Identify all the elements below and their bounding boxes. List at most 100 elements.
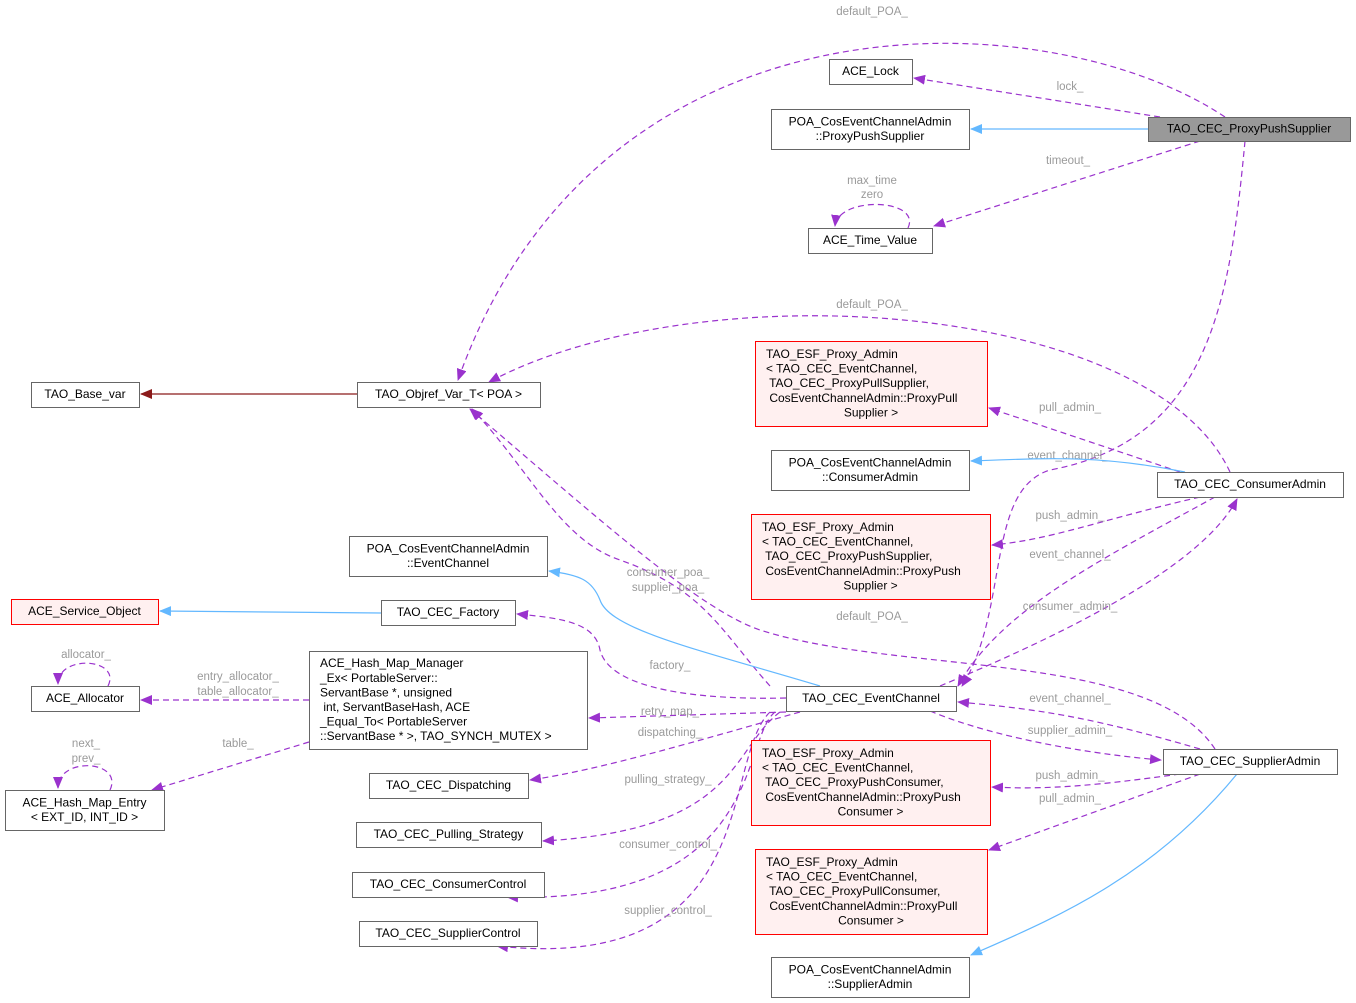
node-label: ::ServantBase * >, TAO_SYNCH_MUTEX > [320,729,552,743]
class-node-objref[interactable]: TAO_Objref_Var_T< POA > [357,382,541,408]
class-node-esf-push-sup[interactable]: TAO_ESF_Proxy_Admin< TAO_CEC_EventChanne… [751,514,991,600]
edge-label: supplier_poa_ [632,582,705,594]
edge-line [151,741,310,792]
node-box [349,536,548,577]
edge-label: retry_map_ [641,706,700,718]
class-node-entry[interactable]: ACE_Hash_Map_Entry< EXT_ID, INT_ID > [5,790,165,831]
edge-line [933,140,1201,228]
edge-label: timeout_ [1046,155,1091,167]
class-node-sa[interactable]: TAO_CEC_SupplierAdmin [1163,749,1338,775]
node-box [31,382,140,408]
class-node-esf-pull-con[interactable]: TAO_ESF_Proxy_Admin< TAO_CEC_EventChanne… [755,849,988,935]
edge-label: next_ [72,738,101,750]
edge-label: allocator_ [61,649,111,661]
class-node-sc[interactable]: TAO_CEC_SupplierControl [359,921,538,947]
class-node-esf-push-con[interactable]: TAO_ESF_Proxy_Admin< TAO_CEC_EventChanne… [751,740,991,826]
usage-edge-sa-to-esf_push_con: push_admin_ [991,770,1181,793]
edge-label: consumer_admin_ [1023,601,1118,613]
node-label: TAO_CEC_SupplierControl [375,926,520,940]
node-label: CosEventChannelAdmin::ProxyPull [766,391,957,405]
edge-line [961,140,1246,687]
node-label: POA_CosEventChannelAdmin [789,455,952,469]
node-label: ServantBase *, unsigned [320,685,452,699]
node-label: _Ex< PortableServer:: [319,671,438,685]
class-node-pull[interactable]: TAO_CEC_Pulling_Strategy [356,822,542,848]
node-label: TAO_ESF_Proxy_Admin [766,347,898,361]
node-label: TAO_CEC_ConsumerAdmin [1174,477,1326,491]
class-node-poa-ca[interactable]: POA_CosEventChannelAdmin::ConsumerAdmin [771,450,970,491]
node-label: ACE_Time_Value [823,233,917,247]
class-node-factory[interactable]: TAO_CEC_Factory [381,600,516,626]
class-node-hashmgr[interactable]: ACE_Hash_Map_Manager_Ex< PortableServer:… [309,651,588,750]
usage-edge-ca-to-esf_pull_sup: pull_admin_ [988,402,1181,473]
node-box [1157,472,1344,498]
usage-edge-allocator-to-allocator: allocator_ [53,649,112,687]
edge-line [471,408,771,687]
edge-label: consumer_poa_ [627,567,710,579]
node-box [359,921,538,947]
edge-label: lock_ [1057,81,1084,93]
usage-edge-sa-to-objref: default_POA_ [469,408,1216,750]
class-node-esf-pull-sup[interactable]: TAO_ESF_Proxy_Admin< TAO_CEC_EventChanne… [755,341,988,427]
node-box [11,599,159,625]
node-label: < TAO_CEC_EventChannel, [762,535,913,549]
node-box [1163,749,1338,775]
edge-line [542,711,781,846]
usage-edge-ec-to-factory: factory_ [516,610,787,699]
class-node-allocator[interactable]: ACE_Allocator [31,686,140,712]
class-node-basevar[interactable]: TAO_Base_var [31,382,140,408]
usage-edge-hashmgr-to-entry: table_ [151,738,310,792]
node-label: TAO_Base_var [44,387,125,401]
node-label: CosEventChannelAdmin::ProxyPull [766,899,957,913]
node-box [808,228,933,254]
edge-label: consumer_control_ [619,839,717,851]
edge-label: event_channel_ [1029,549,1111,561]
class-node-poa-pps[interactable]: POA_CosEventChannelAdmin::ProxyPushSuppl… [771,109,970,150]
node-label: TAO_Objref_Var_T< POA > [375,387,522,401]
node-label: ACE_Allocator [46,691,124,705]
class-node-disp[interactable]: TAO_CEC_Dispatching [369,773,529,799]
edge-line [529,711,801,784]
node-label: _Equal_To< PortableServer [319,715,467,729]
node-box [786,686,957,712]
node-box [5,790,165,831]
node-label: POA_CosEventChannelAdmin [789,962,952,976]
edge-line [456,42,1226,381]
usage-edge-entry-to-entry: next_prev_ [53,738,113,791]
node-box [755,849,988,935]
edge-label: zero [861,189,883,201]
class-node-time[interactable]: ACE_Time_Value [808,228,933,254]
edge-line [588,711,787,723]
edge-line [970,773,1238,956]
class-node-lock[interactable]: ACE_Lock [829,59,913,85]
usage-edge-ec-to-objref: consumer_poa_ supplier_poa_ [471,408,771,687]
class-node-cc[interactable]: TAO_CEC_ConsumerControl [352,872,545,898]
usage-edge-ec-to-cc: consumer_control_ [506,711,776,903]
edge-line [506,711,776,903]
edge-label: pull_admin_ [1039,402,1102,414]
node-box [309,651,588,750]
class-node-svcobj[interactable]: ACE_Service_Object [11,599,159,625]
edge-label: pull_admin_ [1039,793,1102,805]
edge-label: supplier_control_ [624,905,712,917]
node-box [771,450,970,491]
node-label: < TAO_CEC_EventChannel, [766,870,917,884]
inheritance-edge-ca-to-poa_ca [970,455,1186,473]
node-label: ACE_Service_Object [28,604,141,618]
class-node-ec[interactable]: TAO_CEC_EventChannel [786,686,957,712]
edge-label: default_POA_ [836,611,908,623]
class-node-ca[interactable]: TAO_CEC_ConsumerAdmin [1157,472,1344,498]
edge-line [988,406,1181,473]
usage-edge-sa-to-esf_pull_con: pull_admin_ [988,773,1201,851]
edge-label: event_channel_ [1029,693,1111,705]
usage-edge-ca-to-esf_push_sup: push_admin_ [991,496,1201,550]
class-node-pps[interactable]: TAO_CEC_ProxyPushSupplier [1148,117,1351,142]
node-label: Consumer > [838,804,904,818]
class-node-poa-sa[interactable]: POA_CosEventChannelAdmin::SupplierAdmin [771,957,970,998]
usage-edge-hashmgr-to-allocator: entry_allocator_table_allocator_ [140,671,309,705]
node-label: TAO_CEC_SupplierAdmin [1180,754,1321,768]
edge-label: push_admin_ [1035,510,1105,522]
edge-line [159,606,382,617]
class-node-poa-ec[interactable]: POA_CosEventChannelAdmin::EventChannel [349,536,548,577]
node-box [352,872,545,898]
